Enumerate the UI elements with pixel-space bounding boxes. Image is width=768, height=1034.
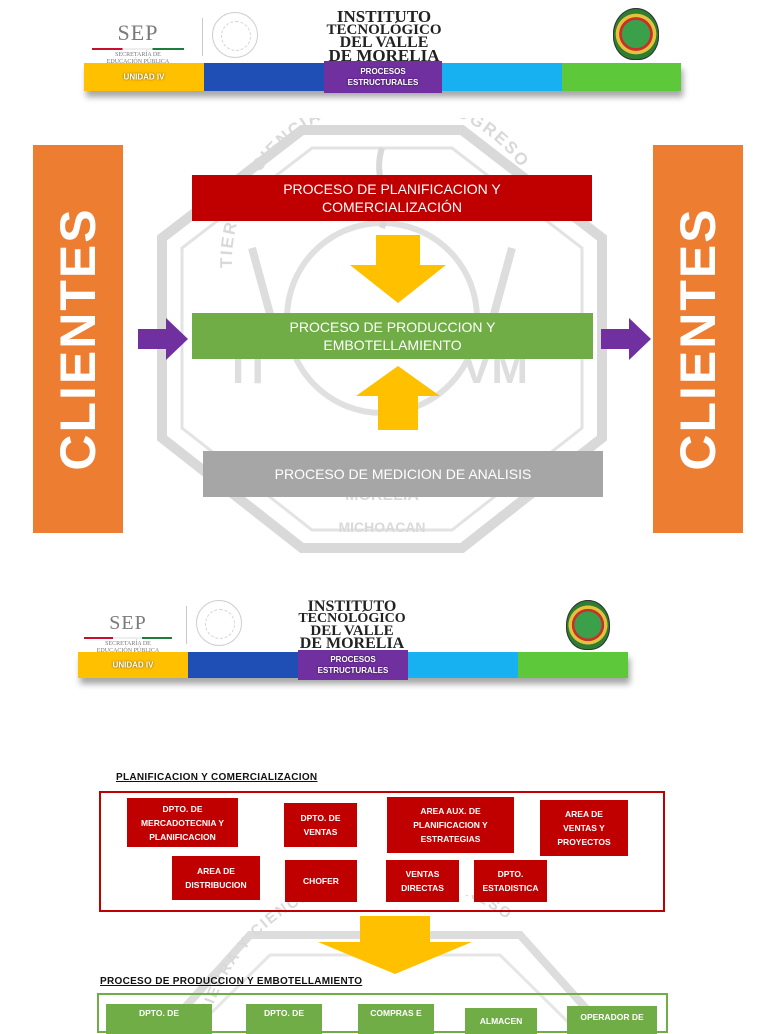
bar-segment-blue <box>204 63 324 91</box>
direct-sales: VENTAS DIRECTAS <box>386 860 459 902</box>
header-top: SEP SECRETARÍA DE EDUCACIÓN PÚBLICA INST… <box>0 0 768 100</box>
planning-section-title: PLANIFICACION Y COMERCIALIZACION <box>116 772 318 783</box>
national-seal-icon <box>196 600 242 646</box>
bar-segment-green <box>518 652 628 678</box>
prod-operator: OPERADOR DE <box>567 1006 657 1034</box>
watermark-octagon <box>157 125 607 553</box>
arrow-down-planning <box>350 235 446 303</box>
bar-segment-unit: UNIDAD IV <box>84 63 204 91</box>
bar-segment-green <box>562 63 681 91</box>
area-sales-projects: AREA DE VENTAS Y PROYECTOS <box>540 800 628 856</box>
header-second: SEP SECRETARÍA DE EDUCACIÓN PÚBLICA INST… <box>0 592 768 692</box>
arrow-right-left <box>138 318 188 360</box>
planning-frame <box>99 791 665 912</box>
arrow-down-section <box>318 916 472 974</box>
arrow-up-measurement <box>356 366 440 430</box>
bar-segment-blue <box>188 652 298 678</box>
prod-dept-2: DPTO. DE <box>246 1004 322 1034</box>
institute-name: INSTITUTO TECNOLÓGICO DEL VALLE DE MOREL… <box>298 598 406 652</box>
area-distribution: AREA DE DISTRIBUCION <box>172 856 260 900</box>
sep-title: SEP <box>117 20 159 45</box>
unit-color-bar: UNIDAD IV PROCESOS ESTRUCTURALES <box>78 650 628 680</box>
area-planning-strategies: AREA AUX. DE PLANIFICACION Y ESTRATEGIAS <box>387 797 514 853</box>
bar-segment-cyan <box>442 63 562 91</box>
unit-color-bar: UNIDAD IV PROCESOS ESTRUCTURALES <box>84 61 681 93</box>
header-divider <box>202 18 203 56</box>
institute-emblem-icon <box>566 600 610 650</box>
header-divider <box>186 606 187 644</box>
bar-segment-cyan <box>408 652 518 678</box>
production-process-box: PROCESO DE PRODUCCION Y EMBOTELLAMIENTO <box>192 313 593 359</box>
dept-marketing: DPTO. DE MERCADOTECNIA Y PLANIFICACION <box>127 798 238 847</box>
sep-title: SEP <box>109 612 147 634</box>
prod-purchasing: COMPRAS E <box>358 1004 434 1034</box>
driver: CHOFER <box>285 860 357 902</box>
national-seal-icon <box>212 12 258 58</box>
planning-process-box: PROCESO DE PLANIFICACION Y COMERCIALIZAC… <box>192 175 592 221</box>
measurement-process-box: PROCESO DE MEDICION DE ANALISIS <box>203 451 603 497</box>
production-section-title: PROCESO DE PRODUCCION Y EMBOTELLAMIENTO <box>100 976 363 987</box>
prod-dept-1: DPTO. DE <box>106 1004 212 1034</box>
dept-sales: DPTO. DE VENTAS <box>284 803 357 847</box>
bar-segment-process: PROCESOS ESTRUCTURALES <box>324 61 442 93</box>
sep-logo: SEP SECRETARÍA DE EDUCACIÓN PÚBLICA <box>84 612 172 655</box>
institute-name: INSTITUTO TECNOLÓGICO DEL VALLE DE MOREL… <box>326 7 442 66</box>
bar-segment-unit: UNIDAD IV <box>78 652 188 678</box>
sep-logo: SEP SECRETARÍA DE EDUCACIÓN PÚBLICA <box>92 20 184 66</box>
dept-statistics: DPTO. ESTADISTICA <box>474 860 547 902</box>
arrow-right-right <box>601 318 651 360</box>
bar-segment-process: PROCESOS ESTRUCTURALES <box>298 650 408 680</box>
institute-emblem-icon <box>613 8 659 60</box>
clients-right: CLIENTES <box>653 145 743 533</box>
prod-warehouse: ALMACEN <box>465 1008 537 1034</box>
clients-left: CLIENTES <box>33 145 123 533</box>
watermark-state: MICHOACAN <box>338 519 425 535</box>
